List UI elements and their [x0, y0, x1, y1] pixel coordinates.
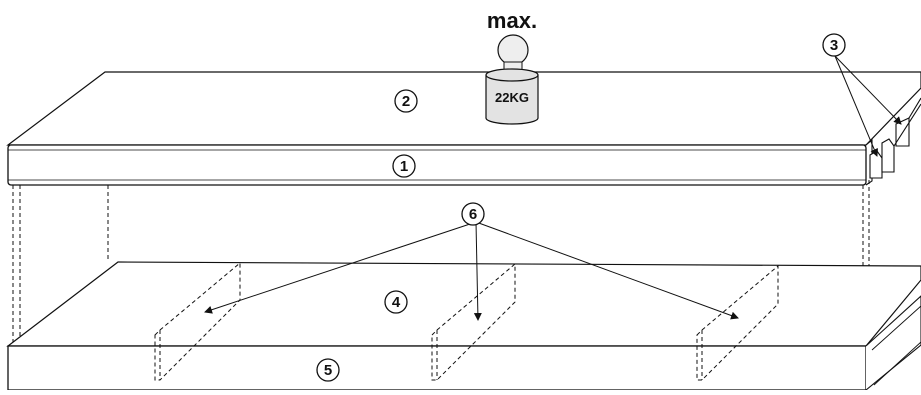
upper-shelf-top — [6, 71, 921, 146]
arrow-6-middle — [473, 221, 482, 321]
callout-4-label: 4 — [392, 294, 401, 311]
callout-1: 1 — [392, 154, 416, 178]
callout-3-label: 3 — [830, 37, 838, 54]
arrow-3-front — [834, 55, 878, 157]
brackets — [869, 97, 921, 179]
weight: max. 22KG — [485, 8, 539, 125]
arrow-6-right — [475, 221, 739, 320]
weight-ball — [497, 34, 529, 66]
callout-5: 5 — [316, 358, 340, 382]
callout-2-label: 2 — [402, 93, 410, 110]
bracket-edge-2 — [893, 103, 921, 147]
callout-6: 6 — [461, 202, 485, 226]
callout-1-label: 1 — [400, 158, 408, 175]
callout-5-label: 5 — [324, 362, 332, 379]
bracket-middle — [881, 138, 895, 173]
lower-shelf-top — [6, 261, 921, 347]
upper-shelf — [6, 71, 921, 186]
callout-6-label: 6 — [469, 206, 477, 223]
base-board-end-inner-2 — [873, 341, 921, 386]
base-board-end-inner — [871, 305, 921, 351]
callout-arrows — [204, 55, 902, 321]
weight-body-top — [485, 68, 539, 82]
divider-middle — [431, 262, 516, 381]
callout-2: 2 — [394, 89, 418, 113]
arrow-6-left — [204, 221, 477, 314]
front-board — [7, 144, 867, 186]
callout-3: 3 — [822, 33, 846, 57]
divider-right — [696, 264, 779, 381]
callout-4: 4 — [384, 290, 408, 314]
lower-shelf — [6, 261, 921, 391]
arrow-3-back — [834, 55, 902, 125]
bracket-edge — [908, 97, 921, 119]
weight-body — [486, 75, 538, 118]
max-label: max. — [487, 8, 537, 33]
weight-value-label: 22KG — [495, 90, 529, 105]
bracket-front — [869, 150, 883, 179]
